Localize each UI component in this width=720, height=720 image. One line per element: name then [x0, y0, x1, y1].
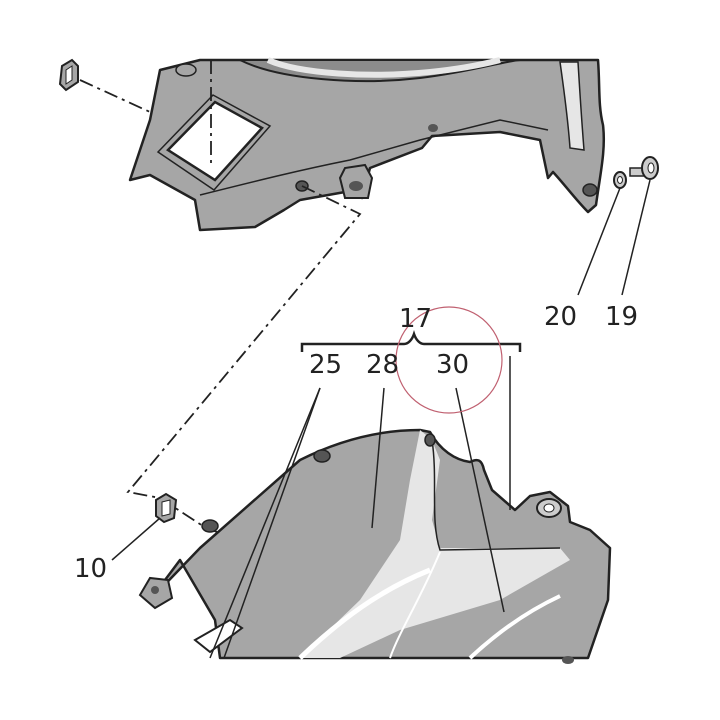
- callout-20: 20: [544, 302, 577, 332]
- leader-10: [111, 517, 161, 561]
- lower-panel-facet-edge: [431, 439, 561, 551]
- upper-panel-opening-frame: [156, 94, 272, 191]
- lower-panel-inner-edge: [389, 551, 441, 659]
- leader-25-b: [223, 387, 321, 659]
- upper-panel-hole-c: [582, 183, 598, 197]
- callout-28: 28: [366, 350, 399, 380]
- upper-panel-body: [128, 58, 606, 232]
- lower-panel-hole-c: [201, 519, 219, 533]
- clip-upper-left: [58, 58, 79, 92]
- callout-10: 10: [74, 554, 107, 584]
- upper-panel-boss-hole: [349, 181, 363, 191]
- lower-panel-hole-a: [313, 449, 331, 463]
- upper-panel-rim-highlight: [266, 57, 501, 78]
- mark-circle: [395, 306, 503, 414]
- upper-panel-ledge: [199, 119, 549, 196]
- clip-upper-assembly-line: [79, 79, 151, 113]
- lower-panel: [138, 428, 612, 664]
- upper-panel-hole-d: [175, 63, 197, 77]
- callout-30: 30: [436, 350, 469, 380]
- leader-19: [621, 179, 651, 296]
- leader-20: [577, 187, 621, 296]
- bracket-17: [300, 330, 522, 352]
- upper-panel-side-strip: [559, 61, 585, 151]
- callout-17: 17: [399, 304, 432, 334]
- upper-panel-opening: [166, 100, 264, 182]
- leader-28: [371, 387, 385, 529]
- upper-panel: [128, 57, 606, 232]
- upper-panel-cavity: [239, 59, 521, 82]
- washer-20: [613, 171, 627, 189]
- callout-25: 25: [309, 350, 342, 380]
- screw-19: [629, 156, 659, 180]
- lower-panel-hole-b: [424, 433, 436, 447]
- lower-panel-hole-d: [562, 656, 574, 664]
- lower-panel-stripe-b: [468, 594, 561, 660]
- upper-panel-hole-b: [428, 124, 438, 132]
- leader-30: [455, 387, 505, 613]
- lower-panel-stripe: [298, 567, 431, 660]
- leader-25: [209, 387, 321, 659]
- clip-10: [155, 492, 178, 524]
- callout-19: 19: [605, 302, 638, 332]
